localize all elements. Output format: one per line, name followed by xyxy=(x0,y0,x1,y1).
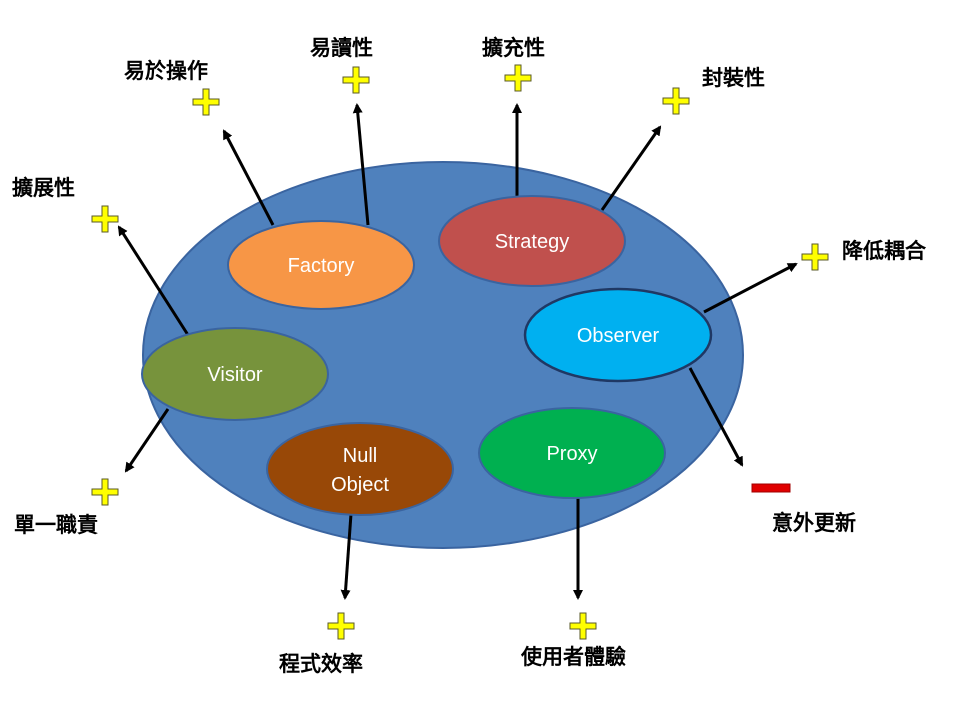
proxy-node: Proxy xyxy=(478,407,666,499)
strategy-label: Strategy xyxy=(495,231,569,253)
label-extensibility-left: 擴展性 xyxy=(12,175,75,200)
label-unexpected-updates: 意外更新 xyxy=(772,510,856,535)
arrow-observer-decoupling xyxy=(703,262,798,314)
label-readability: 易讀性 xyxy=(310,35,373,60)
arrow-strategy-encapsulation xyxy=(600,125,662,211)
minus-icon xyxy=(751,483,791,493)
plus-icon xyxy=(801,243,829,271)
plus-icon xyxy=(342,66,370,94)
null-object-node: Null Object xyxy=(266,422,454,516)
plus-icon xyxy=(569,612,597,640)
proxy-label: Proxy xyxy=(546,443,597,465)
label-ease-of-operation: 易於操作 xyxy=(124,58,208,83)
plus-icon xyxy=(327,612,355,640)
plus-icon xyxy=(504,64,532,92)
arrow-visitor-single-responsibility xyxy=(124,408,170,473)
factory-label: Factory xyxy=(288,255,355,277)
visitor-node: Visitor xyxy=(141,327,329,421)
plus-icon xyxy=(91,478,119,506)
label-encapsulation: 封裝性 xyxy=(702,65,765,90)
plus-icon xyxy=(192,88,220,116)
arrow-factory-ease xyxy=(222,129,275,226)
label-decoupling: 降低耦合 xyxy=(842,238,927,263)
label-user-experience: 使用者體驗 xyxy=(520,644,626,669)
arrow-observer-unexpected xyxy=(688,367,744,467)
arrow-factory-readability xyxy=(352,103,370,226)
plus-icon xyxy=(662,87,690,115)
plus-icon xyxy=(91,205,119,233)
label-extensibility-top: 擴充性 xyxy=(482,35,545,60)
arrow-nullobject-efficiency xyxy=(340,513,353,600)
visitor-label: Visitor xyxy=(207,364,263,386)
label-program-efficiency: 程式效率 xyxy=(279,651,363,676)
null-object-label-line1: Null xyxy=(343,445,377,467)
label-single-responsibility: 單一職責 xyxy=(14,512,98,537)
null-object-label-line2: Object xyxy=(331,474,389,496)
strategy-node: Strategy xyxy=(438,195,626,287)
arrow-visitor-extensibility xyxy=(117,225,190,336)
factory-node: Factory xyxy=(227,220,415,310)
observer-label: Observer xyxy=(577,325,660,347)
observer-node: Observer xyxy=(523,287,713,383)
